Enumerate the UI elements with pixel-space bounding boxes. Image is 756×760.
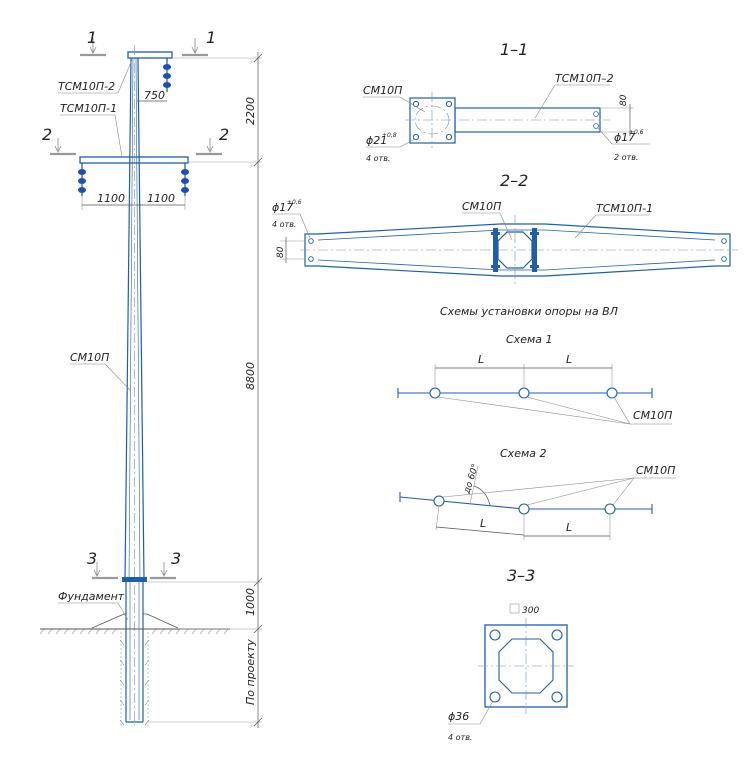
s22-hole: ϕ17 — [272, 201, 293, 214]
dim-8800: 8800 — [244, 362, 257, 390]
s11-hole-left-tol: +0,8 — [382, 132, 397, 139]
section-2-2: 2–2 СМ10П ТСМ10П-1 ϕ17 +0,6 4 отв. — [272, 171, 738, 285]
cut-mark-2-right: 2 — [219, 125, 229, 144]
s33-size: 300 — [522, 606, 539, 616]
dim-1100-left: 1100 — [97, 192, 125, 205]
s11-hole-right-tol: +0,6 — [629, 129, 644, 136]
insulator-left — [78, 163, 86, 196]
scheme2-title: Схема 2 — [500, 447, 547, 460]
scheme2-L1: L — [480, 517, 486, 530]
dim-2200: 2200 — [244, 97, 257, 125]
scheme2-L2: L — [566, 521, 572, 534]
ground-hatch — [39, 628, 229, 728]
s11-hole-right: ϕ17 — [614, 131, 635, 144]
middle-traverse — [79, 156, 189, 164]
dim-1100-right: 1100 — [147, 192, 175, 205]
section-1-1-title: 1–1 — [500, 40, 528, 59]
label-tsm10p-1: ТСМ10П-1 — [60, 102, 117, 115]
scheme2-label: СМ10П — [636, 464, 675, 477]
s33-hole: ϕ36 — [448, 710, 469, 723]
scheme1-title: Схема 1 — [506, 333, 553, 346]
s33-pole-octagon — [498, 638, 554, 694]
scheme2-pole-1 — [433, 495, 445, 507]
section-3-3: 3–3 300 ϕ36 4 отв. — [448, 566, 574, 742]
base-flange — [122, 577, 147, 582]
scheme2-angle: до 60° — [462, 463, 481, 496]
s22-label-tsm10p-1: ТСМ10П-1 — [596, 202, 653, 215]
scheme1-L1: L — [478, 353, 484, 366]
top-traverse-plate — [127, 51, 173, 59]
scheme1-pole-3 — [606, 387, 618, 399]
s11-hole-right-count: 2 отв. — [614, 153, 638, 162]
cut-mark-3-right: 3 — [171, 549, 181, 568]
installation-schemes: Схемы установки опоры на ВЛ Схема 1 L L … — [397, 305, 676, 540]
scheme2-pole-2 — [518, 503, 530, 515]
cut-mark-1-left: 1 — [87, 28, 97, 47]
label-tsm10p-2: ТСМ10П-2 — [58, 80, 115, 93]
cut-mark-2-left: 2 — [42, 125, 52, 144]
insulator-right — [181, 163, 189, 196]
label-foundation: Фундамент — [58, 590, 125, 603]
dim-1000: 1000 — [244, 588, 257, 616]
s11-dim-80: 80 — [619, 94, 629, 106]
s11-hole-left-count: 4 отв. — [366, 154, 390, 163]
section-1-1: 1–1 СМ10П ТСМ10П–2 80 ϕ21 +0,8 4 отв. ϕ1… — [363, 40, 650, 163]
s11-hole-left: ϕ21 — [366, 134, 387, 147]
s22-label-sm10p: СМ10П — [462, 200, 501, 213]
s22-hole-count: 4 отв. — [272, 220, 296, 229]
cut-mark-1-right: 1 — [206, 28, 216, 47]
scheme2-pole-3 — [604, 503, 616, 515]
label-sm10p-pole: СМ10П — [70, 351, 109, 364]
s22-hole-tol: +0,6 — [287, 199, 302, 206]
schemes-title: Схемы установки опоры на ВЛ — [440, 305, 618, 318]
scheme2-line-left — [399, 496, 525, 510]
pole-elevation: 1 1 2 2 3 3 ТСМ10П-2 ТСМ10П-1 СМ10П Фунд… — [39, 28, 263, 728]
dim-by-project: По проекту — [244, 639, 257, 705]
cut-mark-3-left: 3 — [87, 549, 97, 568]
scheme1-pole-2 — [518, 387, 530, 399]
s11-label-sm10p: СМ10П — [363, 84, 402, 97]
cut-marks — [50, 38, 222, 580]
scheme1-L2: L — [566, 353, 572, 366]
section-3-3-title: 3–3 — [507, 566, 535, 585]
s11-label-tsm10p-2: ТСМ10П–2 — [555, 72, 614, 85]
section-2-2-title: 2–2 — [500, 171, 528, 190]
foundation-mound — [91, 613, 179, 629]
s33-hole-count: 4 отв. — [448, 733, 472, 742]
scheme1-label: СМ10П — [633, 409, 672, 422]
s22-dim-80: 80 — [276, 246, 286, 258]
insulator-top — [163, 58, 171, 92]
dim-750: 750 — [144, 89, 165, 102]
scheme1-pole-1 — [429, 387, 441, 399]
